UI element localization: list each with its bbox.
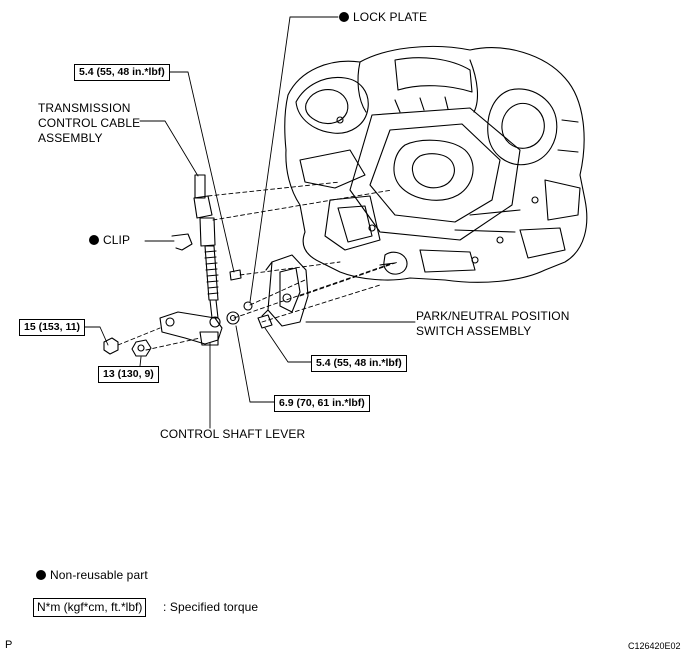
- torque-box-nut-13: 13 (130, 9): [98, 366, 159, 383]
- torque-box-nut-15: 15 (153, 11): [19, 319, 86, 336]
- clip-label: CLIP: [89, 233, 130, 248]
- cable-label-line1: TRANSMISSION: [38, 101, 131, 115]
- control-cable-shape: [193, 174, 221, 328]
- cable-label-line3: ASSEMBLY: [38, 131, 103, 145]
- legend-torque-box: N*m (kgf*cm, ft.*lbf): [33, 598, 147, 617]
- legend-non-reusable-text: Non-reusable part: [50, 568, 148, 582]
- cable-label-line2: CONTROL CABLE: [38, 116, 141, 130]
- control-shaft-lever-label: CONTROL SHAFT LEVER: [160, 427, 306, 441]
- figure-code: C126420E02: [628, 641, 681, 651]
- torque-box-nut-69: 6.9 (70, 61 in.*lbf): [274, 395, 370, 412]
- legend-non-reusable: Non-reusable part: [36, 568, 148, 583]
- control-shaft-lever-shape: [159, 311, 240, 346]
- lock-plate-text: LOCK PLATE: [353, 10, 428, 24]
- fasteners: [103, 269, 273, 357]
- alignment-dashed-lines: [117, 181, 399, 351]
- torque-box-bolt-right: 5.4 (55, 48 in.*lbf): [311, 355, 407, 372]
- leader-lines: [84, 16, 416, 429]
- torque-box-cable-top: 5.4 (55, 48 in.*lbf): [74, 64, 170, 81]
- clip-shape: [171, 233, 193, 251]
- clip-text: CLIP: [103, 233, 131, 247]
- park-switch-label-line1: PARK/NEUTRAL POSITION: [416, 309, 570, 323]
- park-neutral-switch-shape: [261, 254, 309, 327]
- page-letter: P: [5, 639, 13, 651]
- legend-torque-desc: : Specified torque: [163, 600, 259, 614]
- transmission-housing: [284, 45, 588, 283]
- non-reusable-dot-icon: [36, 570, 46, 580]
- park-switch-label-line2: SWITCH ASSEMBLY: [416, 324, 532, 338]
- non-reusable-dot-icon: [339, 12, 349, 22]
- non-reusable-dot-icon: [89, 235, 99, 245]
- lock-plate-label: LOCK PLATE: [339, 10, 427, 25]
